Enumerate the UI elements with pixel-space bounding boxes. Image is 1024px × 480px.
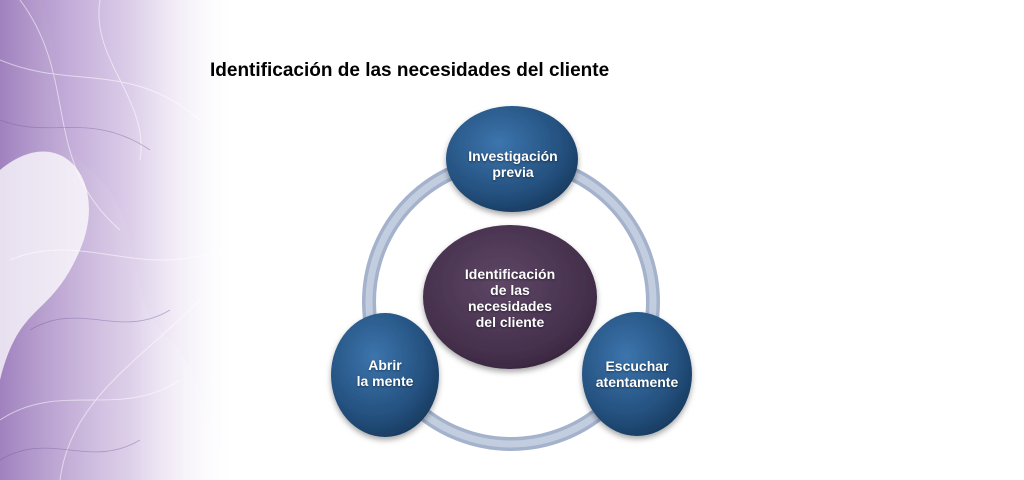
node-left-circle [331, 313, 439, 437]
decorative-background [0, 0, 240, 480]
center-label: Identificación de las necesidades del cl… [464, 266, 556, 330]
node-top-label: Investigación previa [468, 148, 558, 180]
page-title: Identificación de las necesidades del cl… [210, 60, 610, 81]
node-top-circle [446, 106, 578, 212]
node-right-circle [582, 312, 692, 436]
node-right-label: Escuchar atentamente [595, 358, 679, 390]
center-circle [423, 225, 597, 369]
node-left-label: Abrir la mente [356, 357, 414, 389]
